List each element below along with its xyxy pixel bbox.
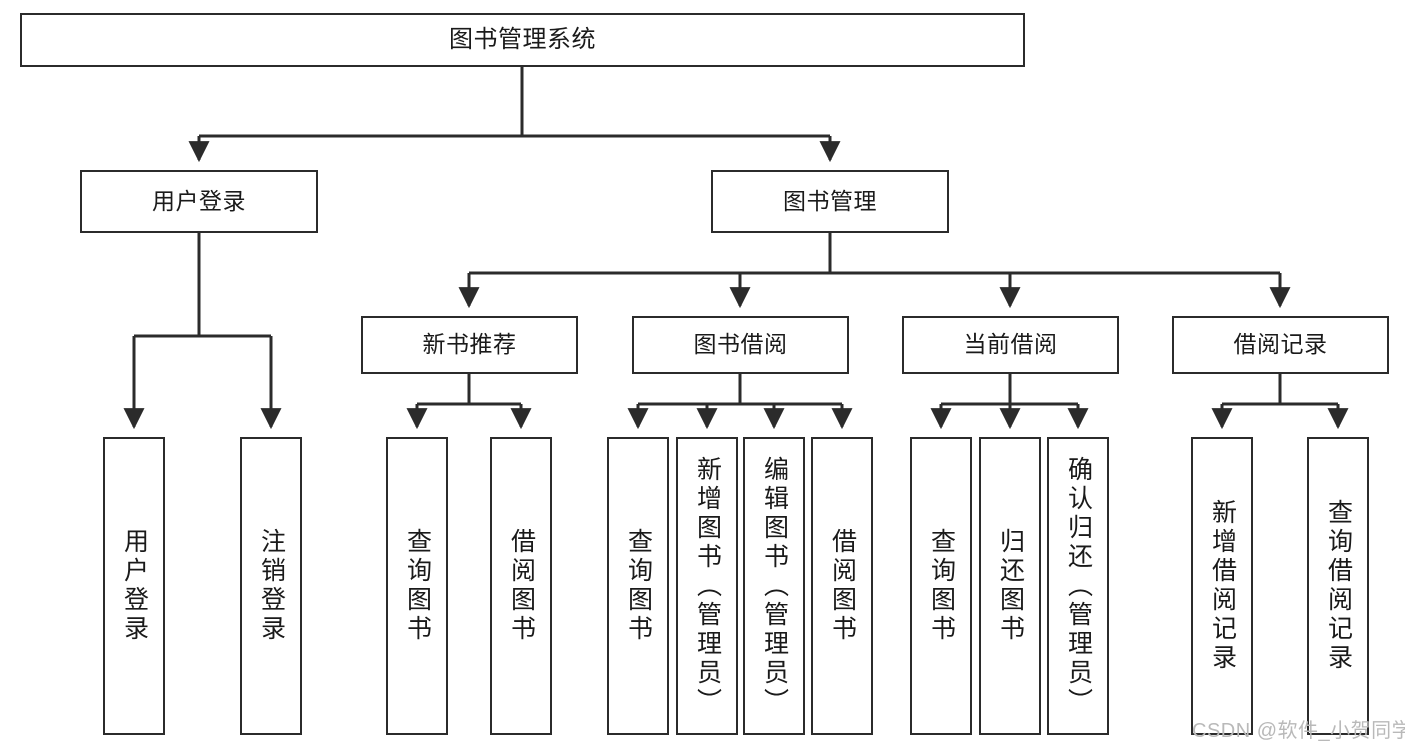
node-label: 查询图书 bbox=[403, 528, 432, 644]
node-label: 图书借阅 bbox=[693, 331, 788, 358]
node-label: 图书管理 bbox=[783, 187, 877, 214]
leaf-record-query-record[interactable]: 查询借阅记录 bbox=[1307, 437, 1369, 735]
leaf-current-confirm-return-admin[interactable]: 确认归还（管理员） bbox=[1047, 437, 1109, 735]
node-label: 图书管理系统 bbox=[449, 25, 596, 53]
node-borrow-record[interactable]: 借阅记录 bbox=[1172, 316, 1389, 374]
node-label: 新书推荐 bbox=[422, 331, 517, 358]
leaf-borrow-edit-book-admin[interactable]: 编辑图书（管理员） bbox=[743, 437, 805, 735]
node-label: 查询借阅记录 bbox=[1324, 499, 1353, 673]
node-label: 归还图书 bbox=[996, 528, 1025, 644]
node-current-borrow[interactable]: 当前借阅 bbox=[902, 316, 1119, 374]
node-label: 注销登录 bbox=[257, 528, 286, 644]
node-label: 用户登录 bbox=[152, 187, 246, 214]
leaf-recommend-query-book[interactable]: 查询图书 bbox=[386, 437, 448, 735]
leaf-borrow-query-book[interactable]: 查询图书 bbox=[607, 437, 669, 735]
leaf-current-return-book[interactable]: 归还图书 bbox=[979, 437, 1041, 735]
node-label: 新增借阅记录 bbox=[1208, 499, 1237, 673]
node-label: 新增图书（管理员） bbox=[693, 455, 722, 717]
node-user-login[interactable]: 用户登录 bbox=[80, 170, 318, 233]
node-label: 当前借阅 bbox=[963, 331, 1058, 358]
node-label: 确认归还（管理员） bbox=[1064, 455, 1093, 717]
node-label: 用户登录 bbox=[120, 528, 149, 644]
node-label: 编辑图书（管理员） bbox=[760, 455, 789, 717]
node-label: 借阅图书 bbox=[507, 528, 536, 644]
node-book-management[interactable]: 图书管理 bbox=[711, 170, 949, 233]
leaf-record-add-record[interactable]: 新增借阅记录 bbox=[1191, 437, 1253, 735]
node-label: 借阅图书 bbox=[828, 528, 857, 644]
node-book-borrow[interactable]: 图书借阅 bbox=[632, 316, 849, 374]
csdn-watermark: CSDN @软件_小贺同学 bbox=[1192, 720, 1405, 742]
node-label: 查询图书 bbox=[927, 528, 956, 644]
leaf-borrow-borrow-book[interactable]: 借阅图书 bbox=[811, 437, 873, 735]
leaf-current-query-book[interactable]: 查询图书 bbox=[910, 437, 972, 735]
node-label: 查询图书 bbox=[624, 528, 653, 644]
node-new-book-recommend[interactable]: 新书推荐 bbox=[361, 316, 578, 374]
leaf-borrow-add-book-admin[interactable]: 新增图书（管理员） bbox=[676, 437, 738, 735]
node-label: 借阅记录 bbox=[1233, 331, 1328, 358]
leaf-user-login-logout[interactable]: 注销登录 bbox=[240, 437, 302, 735]
leaf-recommend-borrow-book[interactable]: 借阅图书 bbox=[490, 437, 552, 735]
node-root-system[interactable]: 图书管理系统 bbox=[20, 13, 1025, 67]
leaf-user-login-login[interactable]: 用户登录 bbox=[103, 437, 165, 735]
